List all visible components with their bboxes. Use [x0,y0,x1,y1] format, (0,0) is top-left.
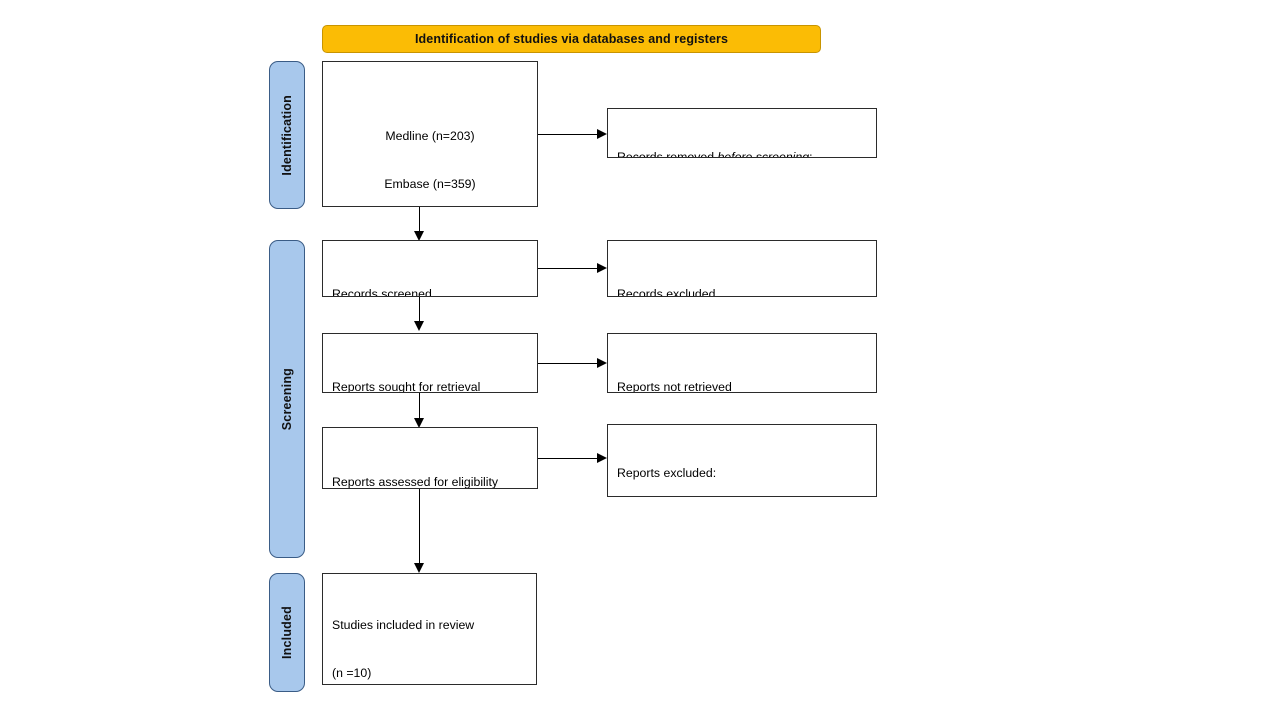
identification-banner-label: Identification of studies via databases … [414,32,729,46]
reports-excluded-heading: Reports excluded: [617,465,717,480]
rail-included: Included [269,573,305,692]
records-excluded-label: Records excluded [617,286,716,297]
connector-sought-to-not-retrieved [538,363,598,364]
box-reports-assessed: Reports assessed for eligibility (n =14) [322,427,538,489]
records-removed-heading: Records removed before screening: [617,149,871,158]
box-reports-not-retrieved: Reports not retrieved (n =0) [607,333,877,393]
records-removed-emphasis: before screening [717,149,810,158]
records-removed-suffix: : [809,149,813,158]
reports-sought-label: Reports sought for retrieval [332,379,481,393]
rail-identification-label: Identification [280,94,294,176]
connector-identified-to-removed [538,134,598,135]
records-screened-label: Records screened [332,286,432,297]
arrowhead-sought-to-not-retrieved [597,358,607,368]
rail-identification: Identification [269,61,305,209]
arrowhead-sought-to-assessed [414,418,424,428]
arrowhead-assessed-to-included [414,563,424,573]
records-removed-prefix: Records removed [617,149,718,158]
rail-included-label: Included [280,606,294,659]
arrowhead-identified-to-removed [597,129,607,139]
identification-banner: Identification of studies via databases … [322,25,821,53]
arrowhead-identified-to-screened [414,231,424,241]
connector-assessed-to-excluded [538,458,598,459]
box-reports-excluded: Reports excluded: Reason- conference abs… [607,424,877,497]
reports-assessed-label: Reports assessed for eligibility [332,474,499,489]
studies-included-label: Studies included in review [332,617,475,632]
box-records-screened: Records screened (n =451) [322,240,538,297]
studies-included-count: (n =10) [332,666,372,681]
rail-screening: Screening [269,240,305,558]
connector-sought-to-assessed [419,393,420,421]
box-records-identified: Medline (n=203) Embase (n=359) Cochrane … [322,61,538,207]
rail-screening-label: Screening [280,367,294,431]
connector-assessed-to-included [419,489,420,566]
records-identified-embase: Embase (n=359) [384,177,476,192]
records-identified-medline: Medline (n=203) [385,128,475,143]
reports-not-retrieved-label: Reports not retrieved [617,379,732,393]
box-records-removed: Records removed before screening: Duplic… [607,108,877,158]
arrowhead-screened-to-sought [414,321,424,331]
arrowhead-screened-to-excluded [597,263,607,273]
box-studies-included: Studies included in review (n =10) Cohor… [322,573,537,685]
box-reports-sought: Reports sought for retrieval (n =14) [322,333,538,393]
connector-screened-to-sought [419,297,420,324]
connector-screened-to-excluded [538,268,598,269]
arrowhead-assessed-to-excluded [597,453,607,463]
box-records-excluded: Records excluded (n =437) [607,240,877,297]
connector-identified-to-screened [419,207,420,234]
